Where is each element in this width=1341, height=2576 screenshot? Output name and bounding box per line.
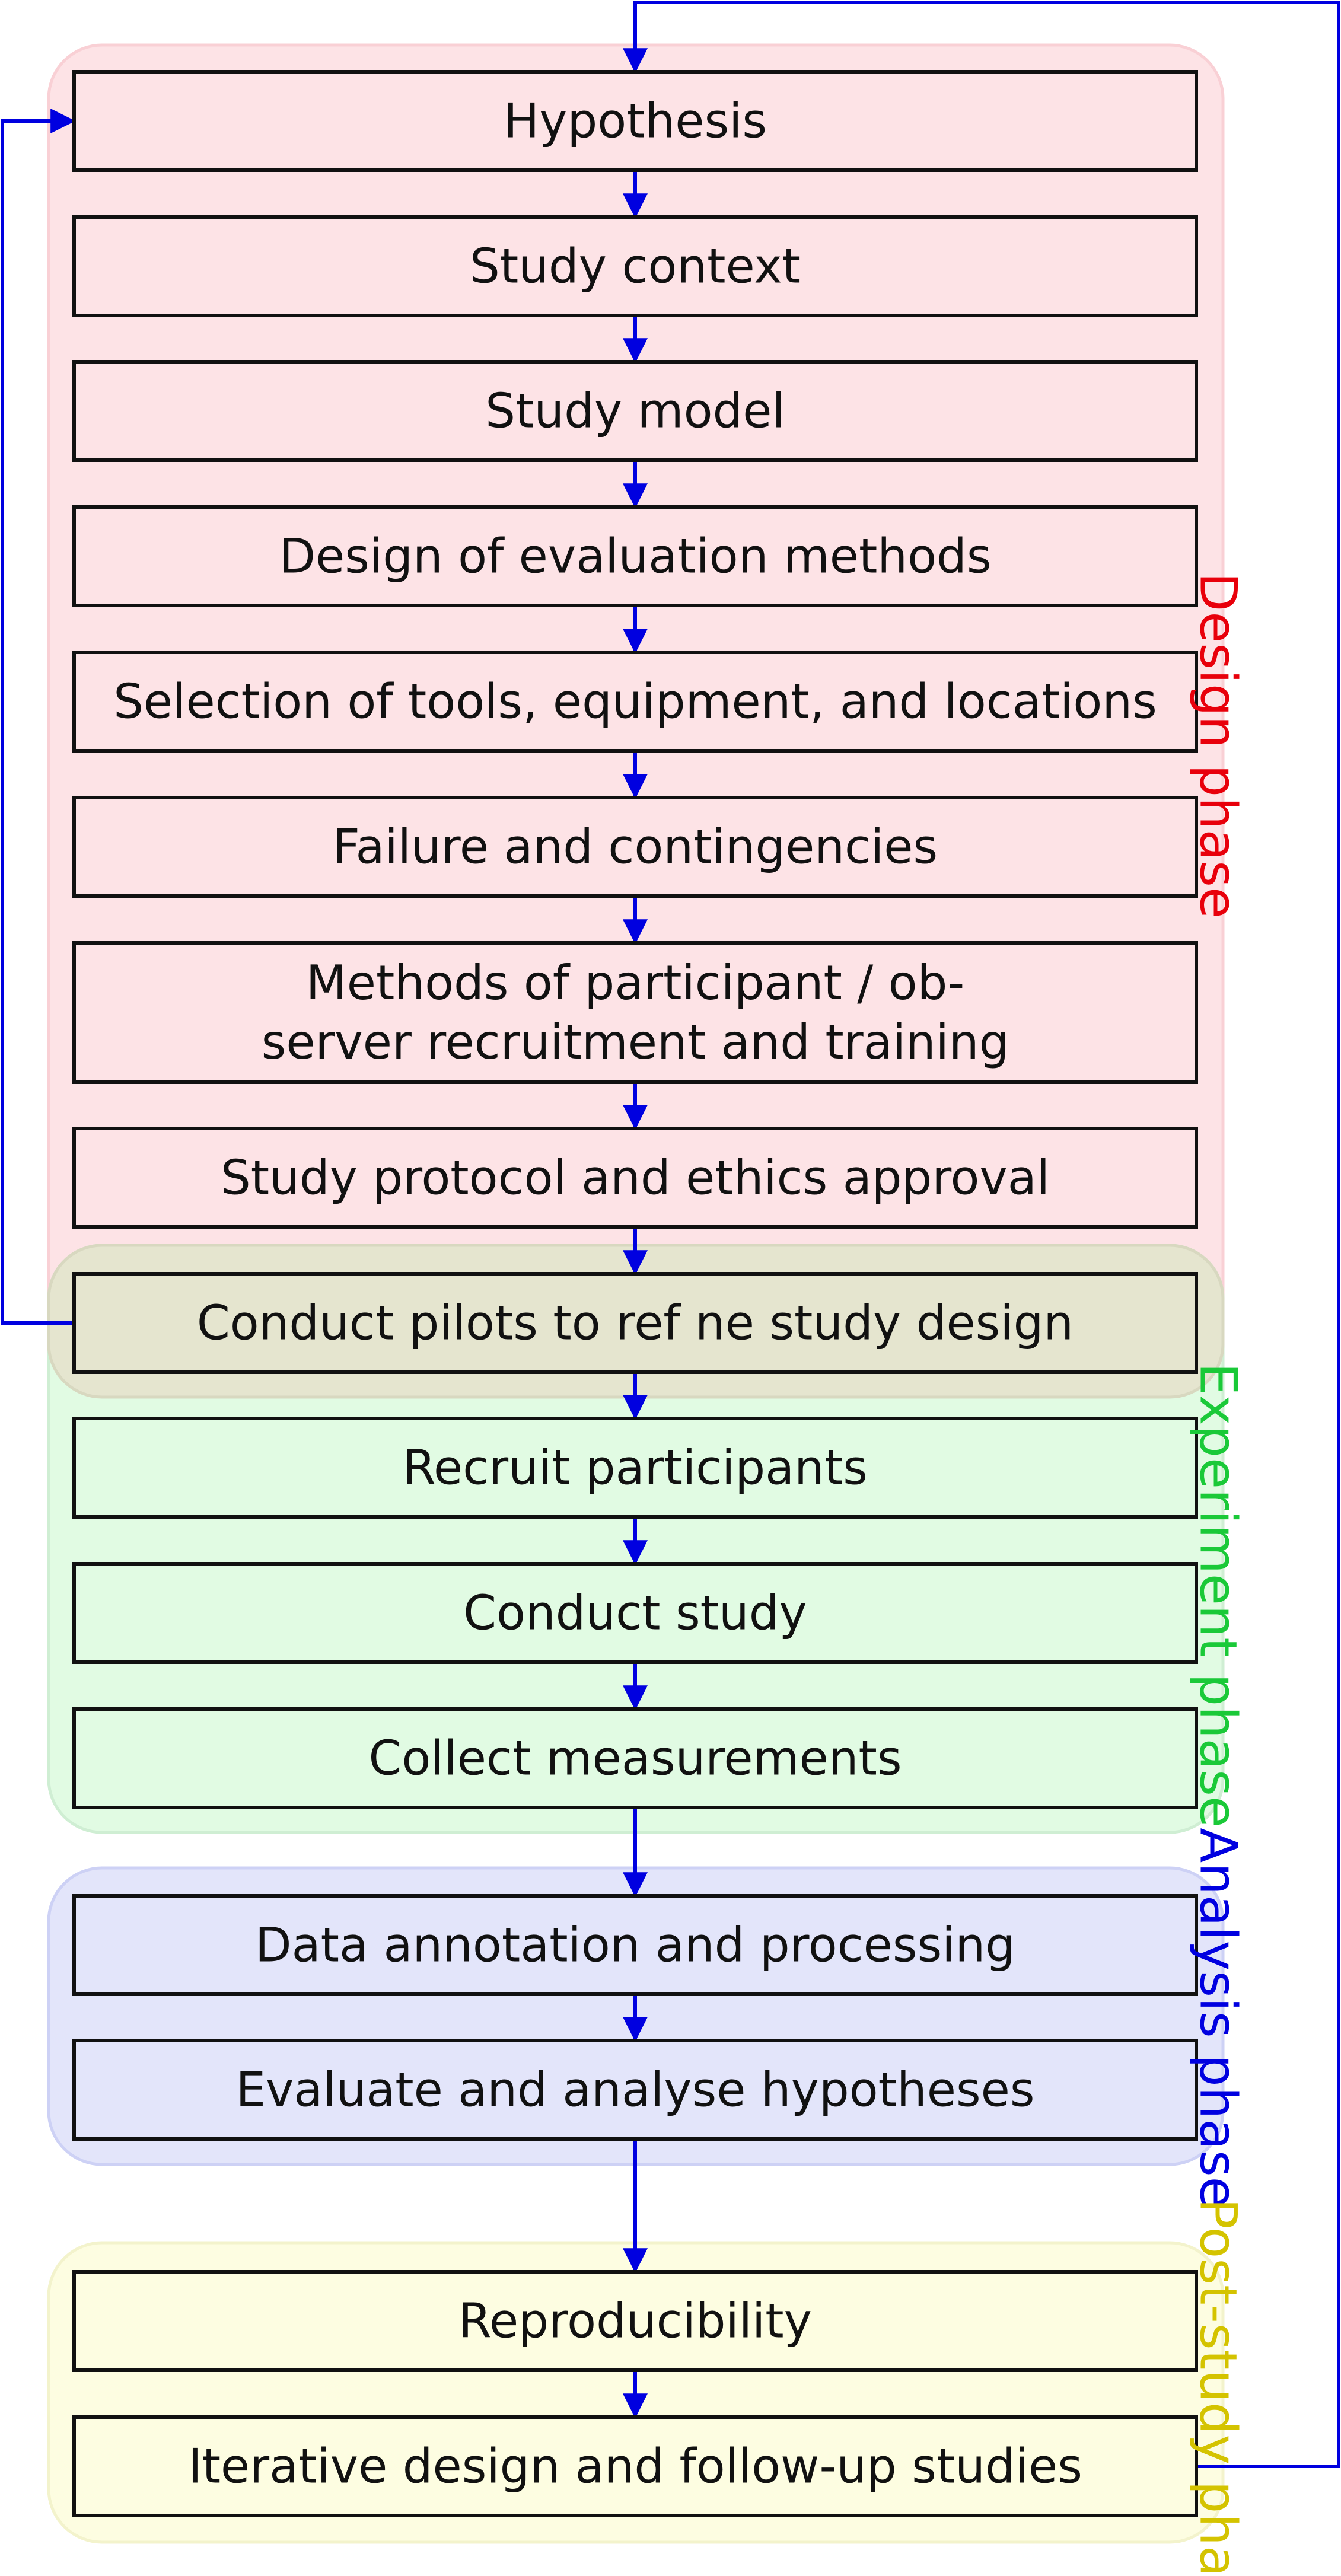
step-study-context: Study context xyxy=(72,215,1198,317)
step-label: Methods of participant / ob- xyxy=(306,955,964,1010)
step-data-annotation: Data annotation and processing xyxy=(72,1894,1198,1996)
step-hypothesis: Hypothesis xyxy=(72,70,1198,172)
step-label: Study context xyxy=(470,239,801,294)
step-box xyxy=(72,2415,1198,2517)
iteration-feedback-arrow xyxy=(623,1,1340,2468)
step-conduct-study: Conduct study xyxy=(72,1562,1198,1664)
step-failure-and-contingencies: Failure and contingencies xyxy=(72,796,1198,898)
step-label: Selection of tools, equipment, and locat… xyxy=(113,674,1157,729)
step-study-model: Study model xyxy=(72,360,1198,462)
design-phase-label: Design phase xyxy=(1189,572,1248,919)
step-label: Evaluate and analyse hypotheses xyxy=(235,2062,1034,2118)
step-box xyxy=(72,505,1198,607)
step-box xyxy=(72,1562,1198,1664)
step-box xyxy=(72,796,1198,898)
step-selection-of-tools: Selection of tools, equipment, and locat… xyxy=(72,651,1198,753)
step-iterative-design: Iterative design and follow-up studies xyxy=(72,2415,1198,2517)
step-box xyxy=(72,941,1198,1084)
connectors xyxy=(1,1,1340,2468)
step-label: Study protocol and ethics approval xyxy=(221,1150,1050,1206)
step-box xyxy=(72,215,1198,317)
step-design-of-evaluation-methods: Design of evaluation methods xyxy=(72,505,1198,607)
step-study-protocol: Study protocol and ethics approval xyxy=(72,1127,1198,1229)
step-label: Conduct study xyxy=(463,1586,807,1641)
step-participant-recruitment: Methods of participant / ob-server recru… xyxy=(72,941,1198,1084)
step-label: Data annotation and processing xyxy=(255,1918,1015,1973)
step-collect-measurements: Collect measurements xyxy=(72,1707,1198,1809)
post-study-phase-label: Post-study phase xyxy=(1189,2198,1248,2576)
step-box xyxy=(72,1417,1198,1519)
step-conduct-pilots: Conduct pilots to ref ne study design xyxy=(72,1272,1198,1374)
step-box xyxy=(72,1894,1198,1996)
step-label: Hypothesis xyxy=(504,94,767,149)
step-box xyxy=(72,1272,1198,1374)
step-box xyxy=(72,2039,1198,2141)
step-label: Recruit participants xyxy=(403,1440,868,1496)
step-label: Study model xyxy=(485,384,785,439)
step-box xyxy=(72,651,1198,753)
step-label: Iterative design and follow-up studies xyxy=(188,2439,1082,2494)
step-box xyxy=(72,1127,1198,1229)
step-label: Collect measurements xyxy=(368,1731,902,1786)
step-label: Conduct pilots to ref ne study design xyxy=(197,1296,1074,1351)
step-evaluate-hypotheses: Evaluate and analyse hypotheses xyxy=(72,2039,1198,2141)
step-label: Design of evaluation methods xyxy=(279,529,991,584)
experiment-phase-label: Experiment phase xyxy=(1189,1363,1248,1828)
step-reproducibility: Reproducibility xyxy=(72,2270,1198,2372)
step-box xyxy=(72,2270,1198,2372)
step-recruit-participants: Recruit participants xyxy=(72,1417,1198,1519)
pilot-feedback-arrow xyxy=(1,109,76,1325)
step-label: Reproducibility xyxy=(458,2294,812,2349)
step-label: server recruitment and training xyxy=(262,1015,1009,1070)
step-box xyxy=(72,1707,1198,1809)
step-box xyxy=(72,360,1198,462)
analysis-phase-label: Analysis phase xyxy=(1189,1828,1248,2208)
step-label: Failure and contingencies xyxy=(333,820,938,875)
step-box xyxy=(72,70,1198,172)
